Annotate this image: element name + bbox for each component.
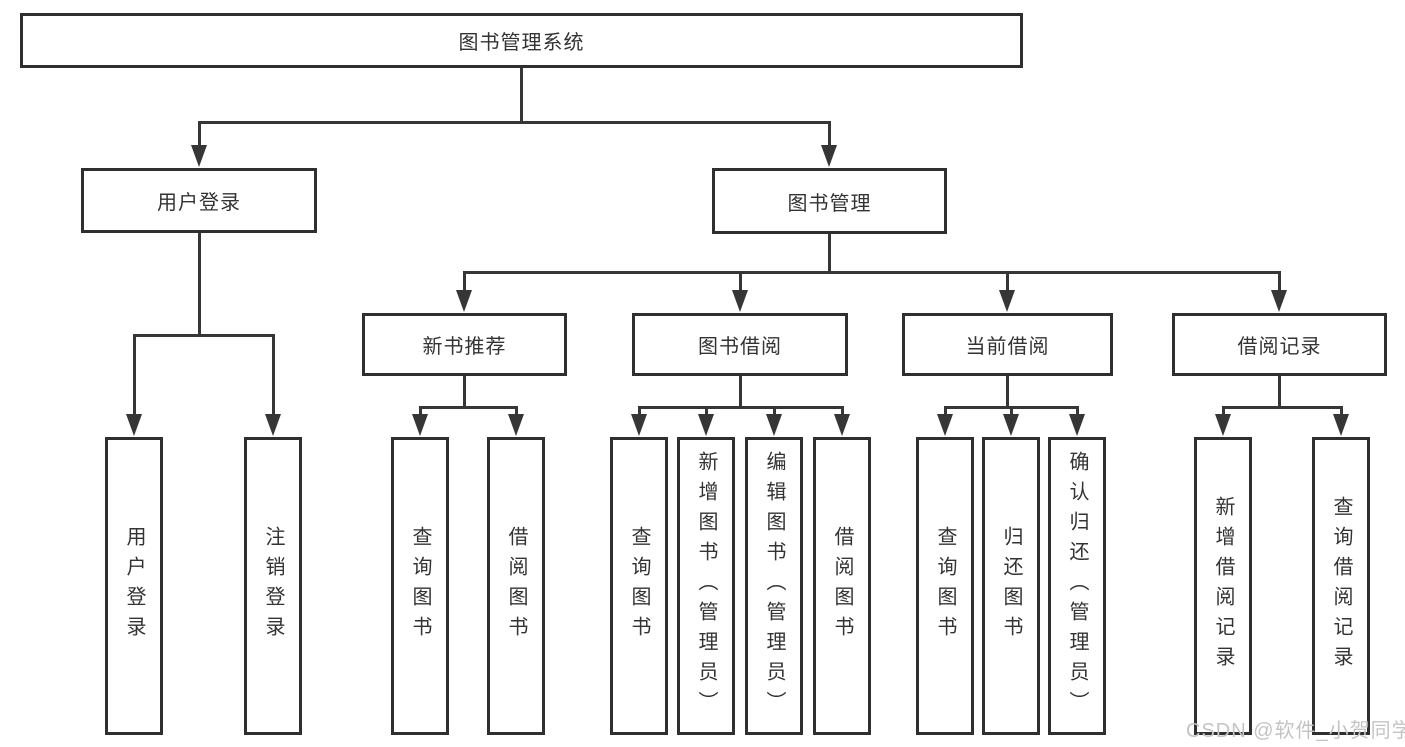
connector-line	[519, 68, 523, 123]
connector-arrowhead	[1333, 414, 1349, 436]
connector-line	[1221, 405, 1343, 409]
connector-line	[271, 335, 275, 418]
leaf-record-query: 查询借阅记录	[1312, 437, 1370, 735]
connector-arrowhead	[1069, 414, 1085, 436]
connector-line	[827, 234, 831, 273]
connector-line	[704, 407, 708, 418]
connector-arrowhead	[1271, 290, 1287, 312]
leaf-current-return: 归还图书	[982, 437, 1040, 735]
connector-line	[943, 407, 947, 418]
leaf-borrow-add-admin-label: 新增图书（管理员）	[695, 451, 717, 721]
connector-line	[772, 407, 776, 418]
leaf-borrow-add-admin: 新增图书（管理员）	[677, 437, 735, 735]
connector-line	[132, 335, 136, 418]
connector-line	[637, 405, 844, 409]
connector-arrowhead	[834, 414, 850, 436]
csdn-watermark: CSDN @软件_小贺同学	[1186, 720, 1405, 742]
leaf-user-login: 用户登录	[105, 437, 163, 735]
node-borrow-record: 借阅记录	[1172, 313, 1387, 376]
leaf-record-add-label: 新增借阅记录	[1212, 496, 1234, 676]
connector-line	[840, 407, 844, 418]
leaf-borrow-book: 借阅图书	[813, 437, 871, 735]
connector-arrowhead	[412, 414, 428, 436]
connector-line	[738, 272, 742, 294]
connector-arrowhead	[732, 290, 748, 312]
leaf-borrow-query-label: 查询图书	[628, 526, 650, 646]
connector-line	[637, 407, 641, 418]
leaf-user-login-label: 用户登录	[123, 526, 145, 646]
leaf-newbook-query: 查询图书	[391, 437, 449, 735]
connector-line	[197, 122, 201, 149]
connector-line	[827, 122, 831, 149]
leaf-logout: 注销登录	[244, 437, 302, 735]
connector-line	[418, 405, 518, 409]
connector-arrowhead	[937, 414, 953, 436]
leaf-current-return-label: 归还图书	[1000, 526, 1022, 646]
leaf-borrow-edit-admin-label: 编辑图书（管理员）	[763, 451, 785, 721]
connector-line	[1075, 407, 1079, 418]
node-book-management: 图书管理	[712, 168, 947, 234]
connector-arrowhead	[456, 290, 472, 312]
connector-arrowhead	[631, 414, 647, 436]
connector-arrowhead	[1003, 414, 1019, 436]
node-current-borrow: 当前借阅	[902, 313, 1113, 376]
connector-arrowhead	[191, 145, 207, 167]
leaf-record-query-label: 查询借阅记录	[1330, 496, 1352, 676]
connector-arrowhead	[698, 414, 714, 436]
connector-line	[418, 407, 422, 418]
connector-arrowhead	[821, 145, 837, 167]
connector-line	[1221, 407, 1225, 418]
node-root: 图书管理系统	[20, 13, 1023, 68]
connector-line	[1005, 272, 1009, 294]
leaf-newbook-query-label: 查询图书	[409, 526, 431, 646]
connector-line	[132, 333, 275, 337]
connector-line	[462, 272, 466, 294]
connector-line	[1009, 407, 1013, 418]
leaf-logout-label: 注销登录	[262, 526, 284, 646]
connector-line	[1339, 407, 1343, 418]
connector-arrowhead	[508, 414, 524, 436]
connector-line	[738, 376, 742, 408]
connector-line	[197, 233, 201, 336]
leaf-current-confirm-admin-label: 确认归还（管理员）	[1066, 451, 1088, 721]
connector-line	[1277, 376, 1281, 408]
connector-line	[1005, 376, 1009, 408]
leaf-current-query-label: 查询图书	[934, 526, 956, 646]
leaf-borrow-book-label: 借阅图书	[831, 526, 853, 646]
connector-arrowhead	[766, 414, 782, 436]
connector-arrowhead	[265, 414, 281, 436]
connector-line	[514, 407, 518, 418]
connector-arrowhead	[126, 414, 142, 436]
connector-line	[462, 270, 1281, 274]
connector-line	[197, 120, 831, 124]
node-book-borrow: 图书借阅	[632, 313, 848, 376]
connector-line	[462, 376, 466, 408]
connector-arrowhead	[1215, 414, 1231, 436]
node-new-book-recommend: 新书推荐	[362, 313, 567, 376]
leaf-borrow-edit-admin: 编辑图书（管理员）	[745, 437, 803, 735]
leaf-newbook-borrow: 借阅图书	[487, 437, 545, 735]
connector-arrowhead	[999, 290, 1015, 312]
node-user-login: 用户登录	[81, 168, 317, 233]
leaf-current-query: 查询图书	[916, 437, 974, 735]
leaf-newbook-borrow-label: 借阅图书	[505, 526, 527, 646]
leaf-current-confirm-admin: 确认归还（管理员）	[1048, 437, 1106, 735]
leaf-record-add: 新增借阅记录	[1194, 437, 1252, 735]
leaf-borrow-query: 查询图书	[610, 437, 668, 735]
connector-line	[1277, 272, 1281, 294]
